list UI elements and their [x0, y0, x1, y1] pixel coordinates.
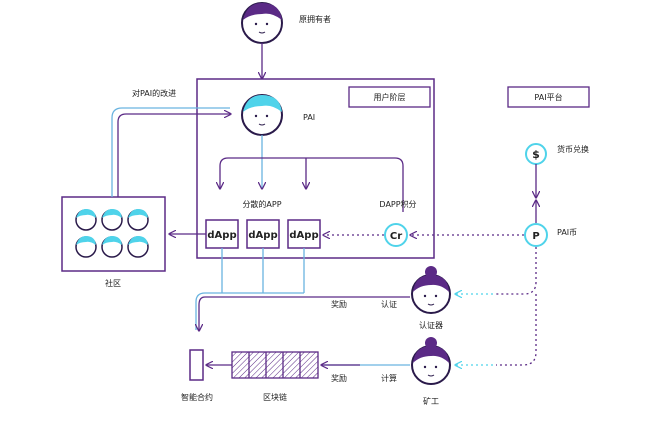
dapps-to-contract-line [195, 292, 304, 330]
pai-coin-token [524, 223, 548, 247]
improvement-label: 对PAI的改进 [132, 88, 176, 98]
credit-token-label: Cr [390, 231, 402, 242]
blockchain-chain [231, 351, 319, 379]
original-owner-avatar [241, 2, 283, 44]
miner-reward-label: 奖励 [331, 373, 347, 383]
validator-label: 认证器 [419, 320, 443, 330]
dollar-token-label: $ [532, 148, 540, 161]
currency-exchange-label: 货币兑换 [557, 144, 589, 154]
validate-label: 认证 [381, 299, 397, 309]
validator-avatar [411, 266, 451, 314]
dapp-box-3 [287, 219, 321, 249]
decentralized-app-label: 分散的APP [242, 199, 281, 209]
community-avatar [75, 209, 97, 231]
improvement-arrow [117, 114, 230, 197]
user-layer-label: 用户阶层 [374, 92, 406, 102]
pai-coin-to-validator-line [496, 247, 537, 295]
dapp-box-2 [246, 219, 280, 249]
community-avatars [75, 209, 149, 258]
compute-label: 计算 [381, 373, 397, 383]
original-owner-label: 原拥有者 [299, 14, 331, 24]
user-layer-tag [348, 86, 431, 108]
pai-coin-token-label: P [532, 231, 539, 242]
community-avatar [101, 236, 123, 258]
pai-coin-to-miner-line [496, 294, 537, 366]
dapp-points-label: DAPP积分 [379, 199, 416, 209]
smart-contract-box [189, 349, 204, 381]
community-avatar [101, 209, 123, 231]
community-label: 社区 [105, 278, 121, 288]
pai-label: PAI [303, 113, 315, 122]
improvement-line-inner [111, 107, 230, 197]
community-box [61, 196, 166, 272]
dapp-label-1: dApp [207, 230, 236, 241]
smart-contract-label: 智能合约 [181, 392, 213, 402]
dapp-label-3: dApp [289, 230, 318, 241]
community-avatar [127, 236, 149, 258]
community-avatar [75, 236, 97, 258]
miner-avatar [411, 337, 451, 385]
pai-platform-label: PAI平台 [534, 92, 562, 102]
validator-reward-arrow [199, 296, 410, 330]
user-layer-box [196, 78, 435, 259]
credit-token [384, 223, 408, 247]
blockchain-label: 区块链 [263, 392, 287, 402]
validator-reward-label: 奖励 [331, 299, 347, 309]
community-avatar [127, 209, 149, 231]
pai-avatar [241, 94, 283, 136]
dapp-label-2: dApp [248, 230, 277, 241]
branch-line [220, 157, 404, 212]
miner-label: 矿工 [423, 396, 439, 406]
pai-platform-tag [507, 86, 590, 108]
pai-coin-label: PAI币 [557, 228, 577, 237]
